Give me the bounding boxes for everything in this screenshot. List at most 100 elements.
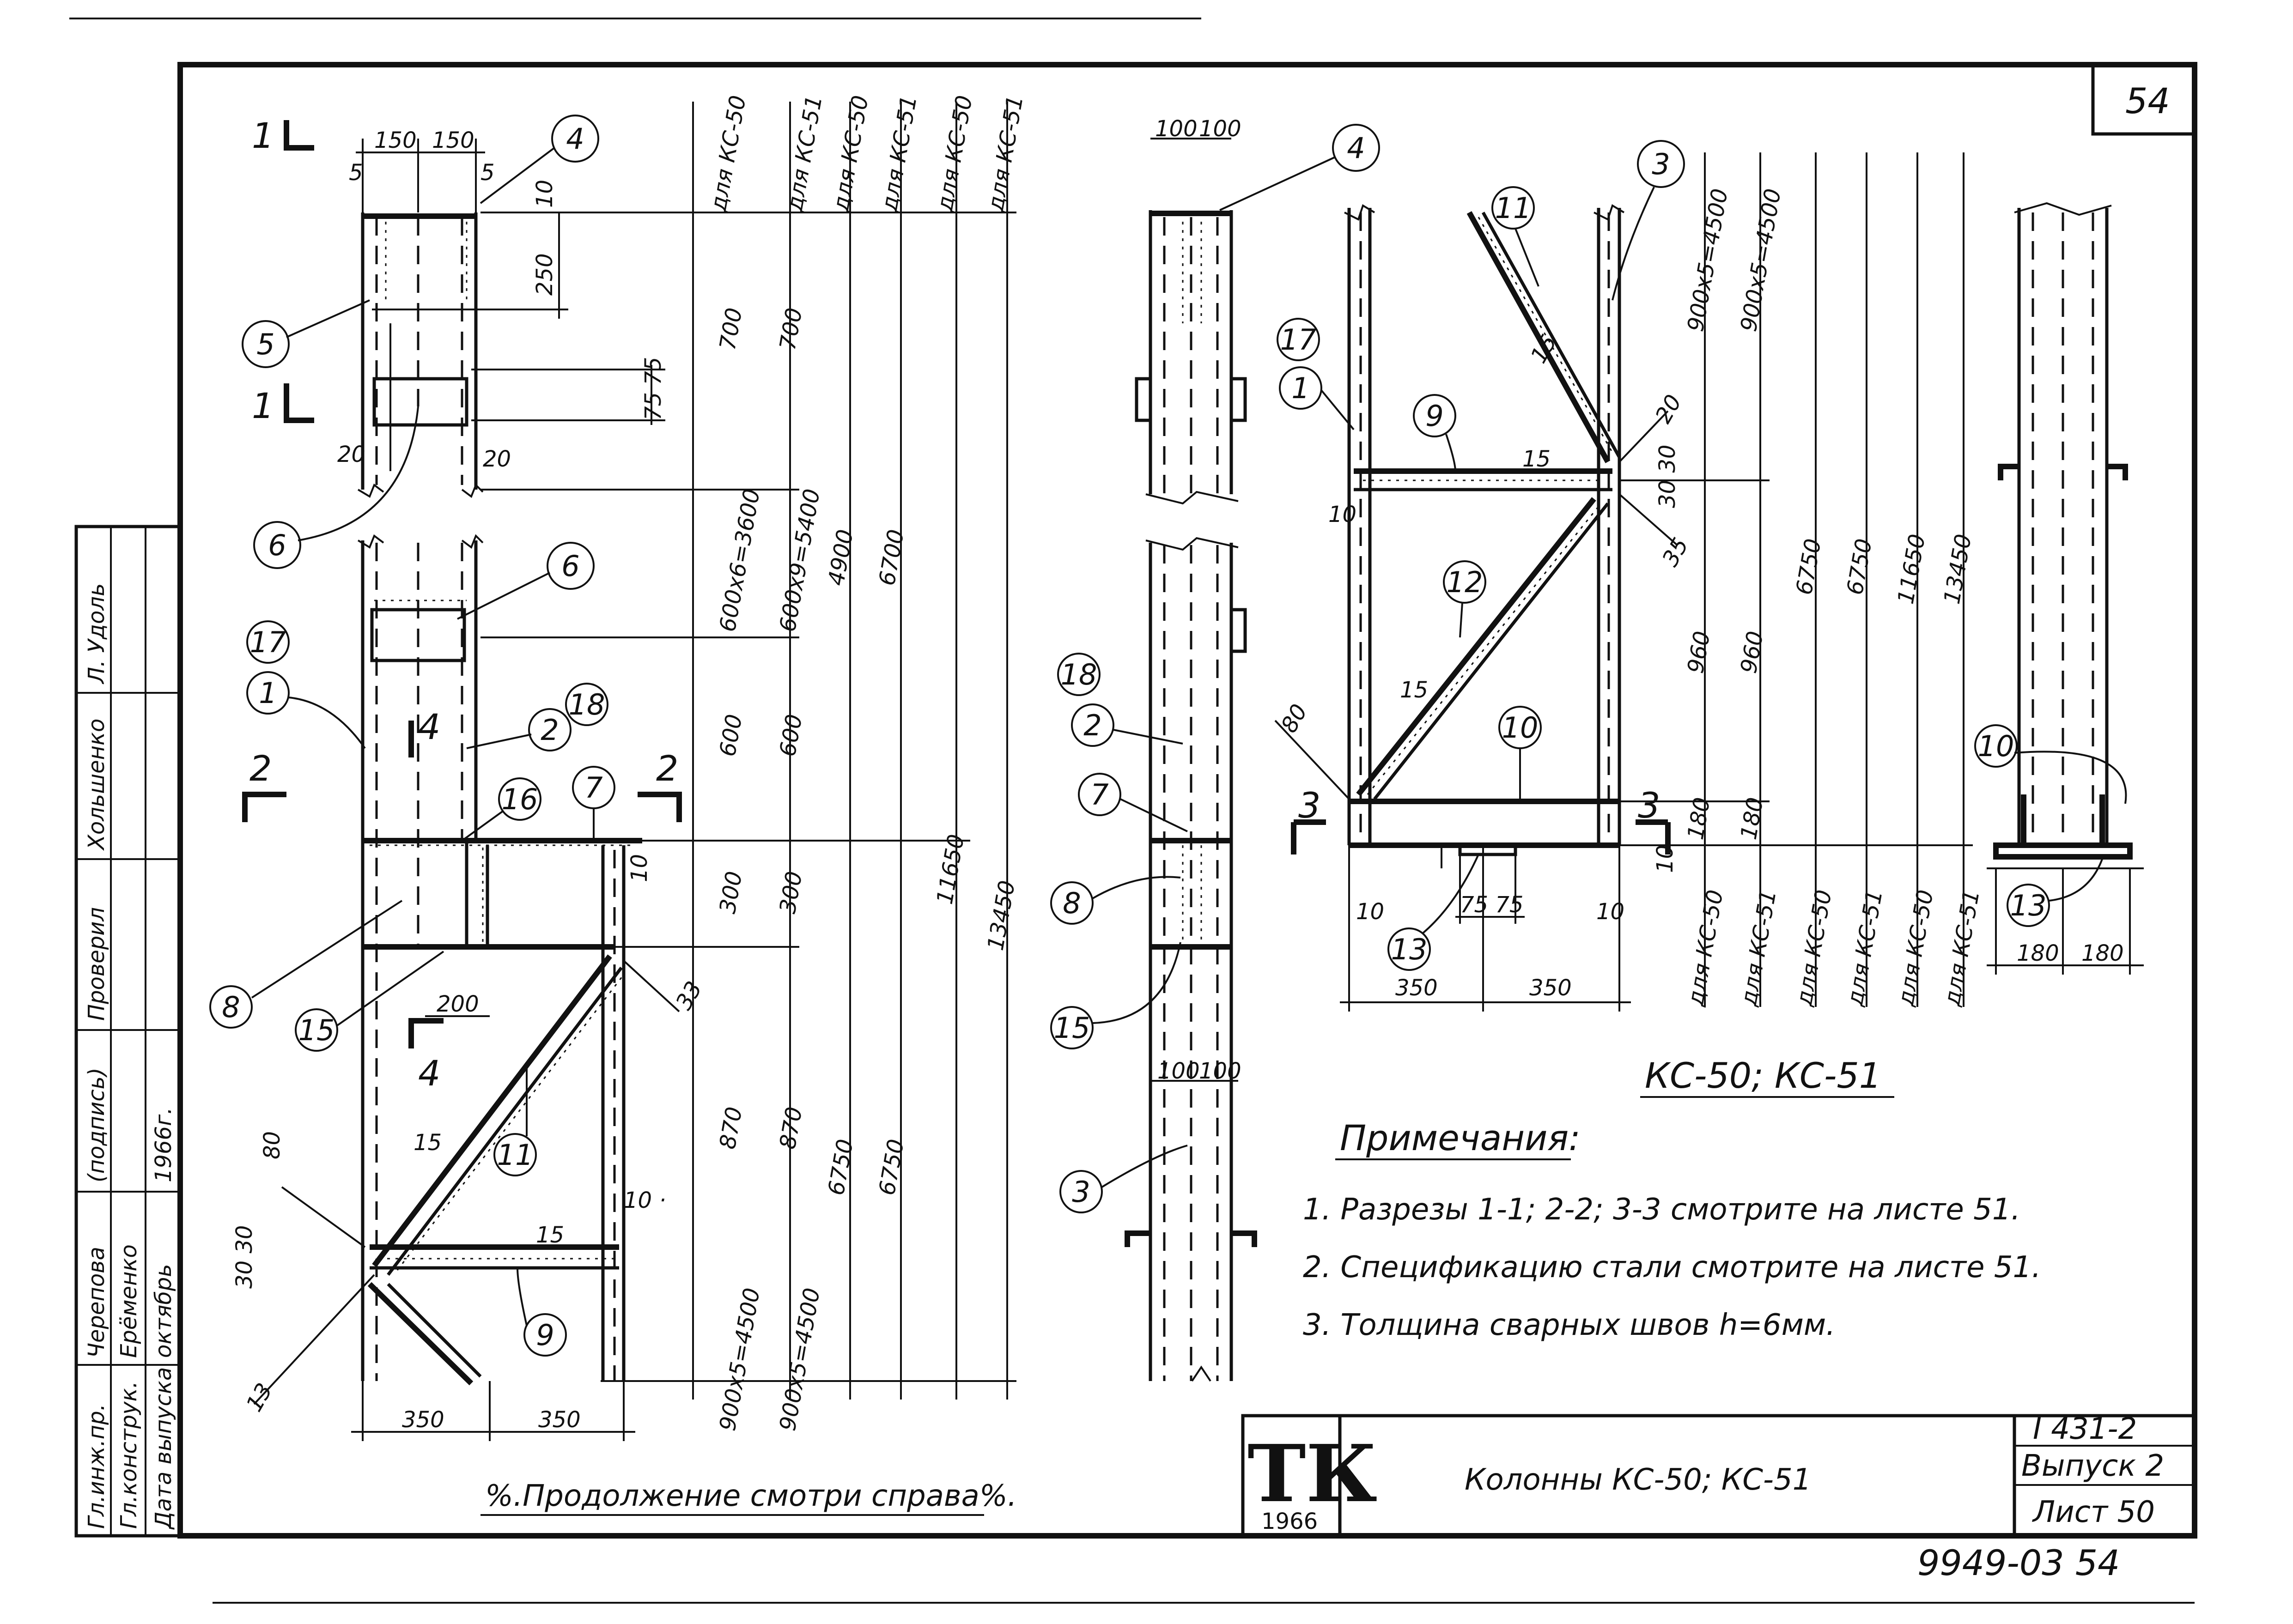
svg-text:11: 11 — [1495, 191, 1532, 225]
section-1-top: 1 — [252, 115, 274, 156]
rc2-v2: 180 — [1736, 795, 1769, 842]
rc1-v2: 180 — [1683, 795, 1715, 842]
right-section-marks: 3 3 — [1291, 785, 1671, 854]
title-issue: Выпуск 2 — [2021, 1449, 2164, 1483]
rc4-v0: 6750 — [1842, 537, 1877, 597]
dim-10-dot: 10 · — [624, 1188, 666, 1213]
c2-v5: 900x5=4500 — [775, 1286, 825, 1433]
c5-v0: 11650 — [932, 832, 970, 906]
title-text: Колонны КС-50; КС-51 — [1465, 1463, 1811, 1497]
svg-text:9: 9 — [536, 1318, 554, 1352]
dim-10a: 10 — [532, 180, 558, 208]
section-4-bottom: 4 — [418, 1053, 440, 1094]
svg-text:10: 10 — [1978, 729, 2014, 763]
stamp-sign-1: (подпись) — [84, 1067, 109, 1182]
stamp-name-3: Л. Удоль — [84, 583, 109, 685]
rf-5: для КС-50 — [1892, 888, 1938, 1008]
corner-sheet-number: 54 — [2125, 80, 2170, 121]
callout-2-left: 2 — [466, 708, 572, 751]
r-dim-80: 80 — [1276, 700, 1313, 737]
drawing-frame — [177, 62, 2197, 1539]
callouts: 4 5 6 6 17 1 18 2 16 7 8 15 11 9 4 18 2 … — [209, 115, 2127, 1357]
callout-13-right: 13 — [1387, 854, 1479, 971]
c1-v4: 870 — [715, 1105, 748, 1151]
svg-text:18: 18 — [569, 688, 605, 721]
callout-3-mid: 3 — [1059, 1145, 1188, 1213]
stamp-role-2: Гл.конструк. — [116, 1381, 142, 1529]
mid-dim-100b: 100 — [1199, 116, 1241, 142]
r-dim-350b: 350 — [1529, 975, 1572, 1001]
svg-text:8: 8 — [1063, 886, 1081, 920]
svg-text:6: 6 — [561, 549, 579, 583]
r-dim-13: 15 — [1526, 330, 1562, 368]
callout-9-right: 9 — [1413, 394, 1456, 472]
dim-10b: 10 — [626, 854, 652, 882]
svg-text:1: 1 — [1291, 371, 1309, 405]
dim-5a: 5 — [349, 160, 363, 186]
section-3-right: 3 — [1638, 785, 1660, 826]
c2-v1: 600x9=5400 — [775, 487, 825, 634]
stamp-date-year: 1966г. — [151, 1107, 176, 1182]
dim-350b: 350 — [538, 1407, 581, 1433]
svg-text:13: 13 — [1391, 933, 1428, 966]
mid-dim-100d: 100 — [1199, 1058, 1241, 1084]
stamp-date-label: Дата выпуска — [151, 1367, 176, 1530]
svg-text:17: 17 — [1280, 323, 1317, 357]
rf-2: для КС-51 — [1735, 888, 1781, 1008]
svg-text:18: 18 — [1061, 658, 1097, 691]
c1-v5: 900x5=4500 — [715, 1286, 765, 1433]
logo-year: 1966 — [1261, 1509, 1318, 1534]
far-right-column-view: 180 180 — [1987, 202, 2144, 975]
stamp-name-4: Ерёменко — [116, 1244, 142, 1358]
mid-dim-100c: 100 — [1157, 1058, 1200, 1084]
fr-dim-180b: 180 — [2081, 940, 2124, 966]
dim-5b: 5 — [480, 160, 495, 186]
stamp-name-2: Хольшенко — [84, 719, 109, 851]
r-dim-20: 20 — [1650, 390, 1687, 428]
svg-text:17: 17 — [250, 625, 286, 659]
svg-text:12: 12 — [1447, 565, 1483, 599]
r-dim-10d: 10 — [1652, 845, 1678, 873]
note-3: 3. Толщина сварных швов h=6мм. — [1303, 1308, 1836, 1342]
hdr-3: для КС-50 — [827, 93, 873, 214]
dim-20a: 20 — [337, 442, 365, 467]
section-1-bottom: 1 — [252, 385, 274, 426]
callout-7-left: 7 — [572, 766, 615, 841]
svg-text:3: 3 — [1652, 147, 1670, 181]
note-1: 1. Разрезы 1-1; 2-2; 3-3 смотрите на лис… — [1303, 1193, 2020, 1227]
callout-4-left: 4 — [480, 115, 599, 204]
hdr-5: для КС-50 — [931, 93, 977, 214]
r-dim-15a: 15 — [1522, 446, 1551, 472]
dim-75-75: 75 75 — [640, 357, 666, 420]
callout-10-far: 10 — [1974, 724, 2127, 804]
section-2-left: 2 — [249, 748, 272, 789]
c1-v3: 300 — [715, 869, 748, 915]
c3-v0: 4900 — [823, 527, 858, 588]
dim-15a: 15 — [414, 1130, 442, 1156]
callout-6b: 6 — [457, 542, 595, 620]
hdr-2: для КС-51 — [781, 93, 827, 214]
c2-v4: 870 — [775, 1105, 808, 1151]
callout-10-right: 10 — [1498, 706, 1542, 799]
r-dim-35: 35 — [1657, 533, 1694, 571]
dim-250: 250 — [532, 253, 558, 296]
c4-v1: 6750 — [874, 1137, 909, 1197]
corner-box — [2091, 65, 2195, 136]
callout-17-left: 17 — [246, 620, 290, 664]
left-section-marks: 1 1 2 2 4 4 — [242, 115, 682, 1094]
logo-mark: ТК — [1247, 1428, 1377, 1520]
r-dim-15b: 15 — [1400, 677, 1428, 703]
left-dimensions: 150 150 5 5 10 250 75 75 20 20 200 10 35… — [231, 127, 707, 1433]
r-dim-10a: 10 — [1328, 502, 1356, 527]
svg-text:2: 2 — [1083, 709, 1101, 742]
r-dim-30-30: 30 30 — [1654, 445, 1680, 508]
callout-3-right: 3 — [1612, 140, 1685, 301]
dim-150a: 150 — [374, 127, 417, 153]
continuation-note: %.Продолжение смотри справа%. — [485, 1479, 1017, 1513]
middle-dimensions: 100 100 100 100 — [1155, 116, 1241, 1084]
rf-3: для КС-50 — [1791, 888, 1837, 1008]
callout-2-mid: 2 — [1071, 703, 1183, 747]
right-dim-chains: 900x5=4500 960 180 900x5=4500 960 180 67… — [1619, 152, 1985, 1008]
side-stamp: Гл.инж.пр. Черепова (подпись) Проверил Х… — [74, 525, 182, 1538]
rc1-v0: 900x5=4500 — [1683, 187, 1733, 333]
